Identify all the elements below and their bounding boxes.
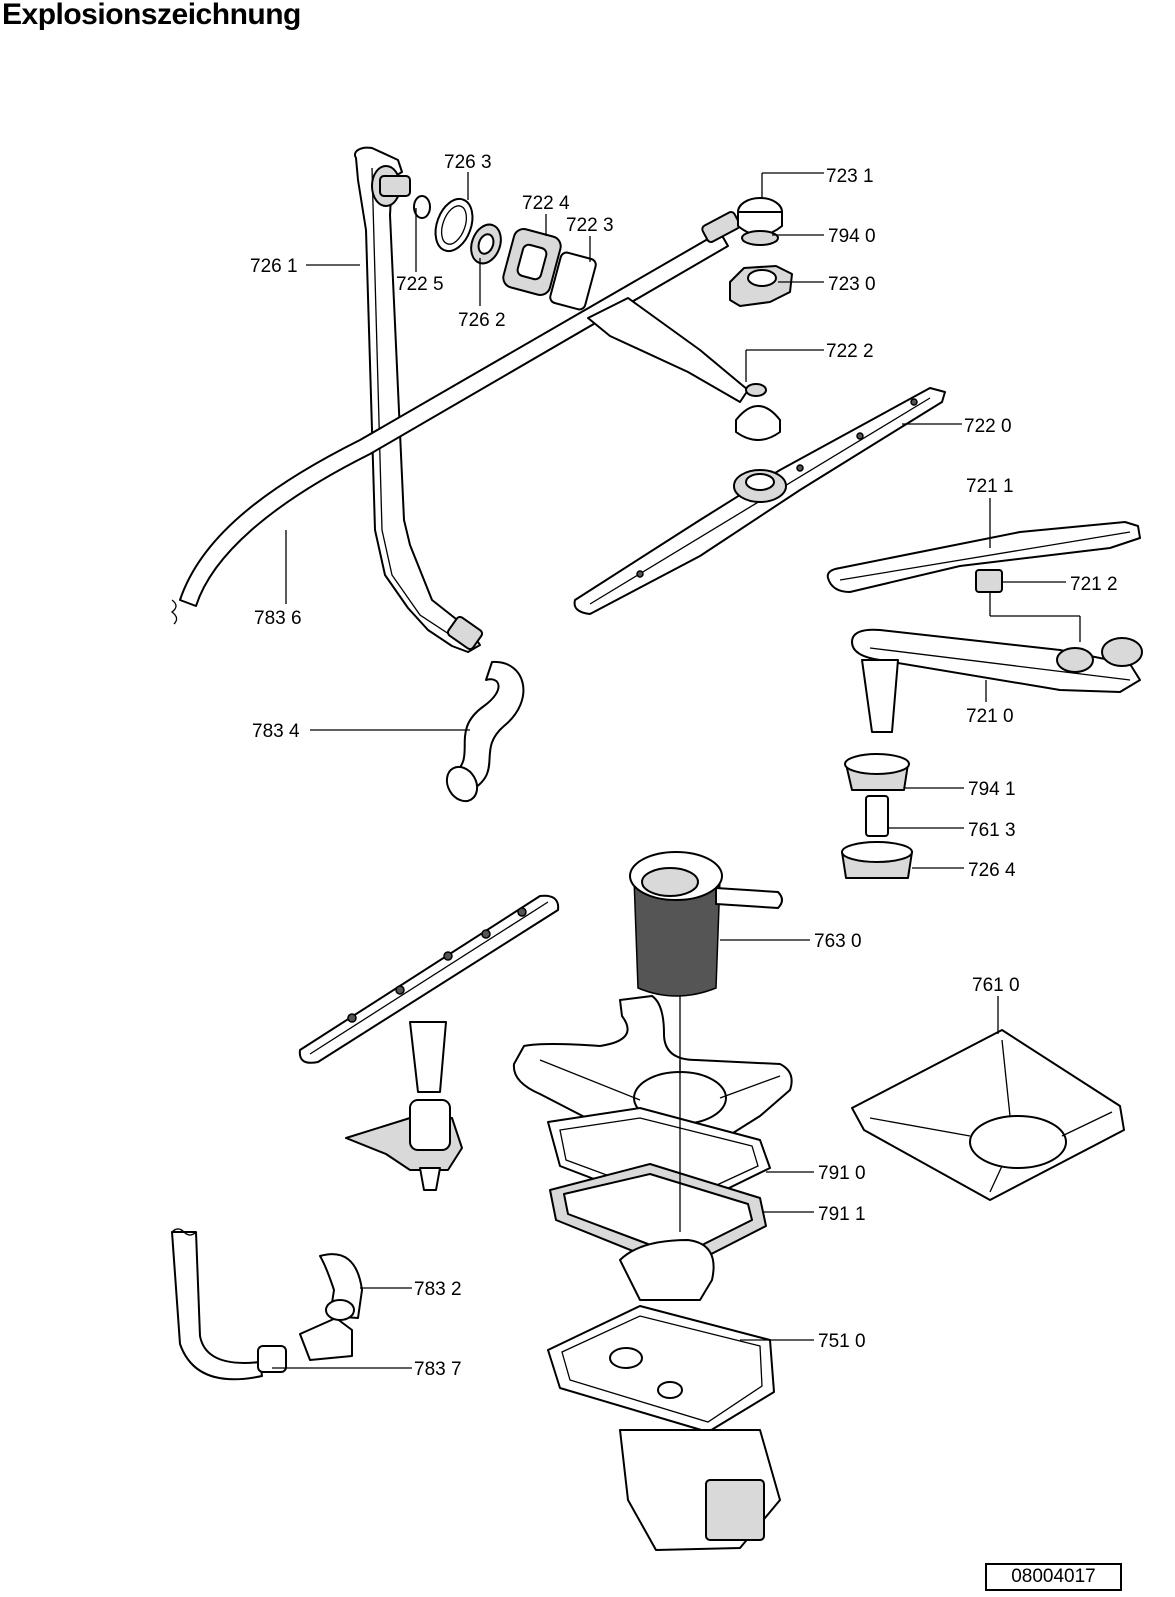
callout-783-6: 783 6 <box>254 608 302 629</box>
lower-spray-arm <box>298 894 560 1191</box>
callout-783-4: 783 4 <box>252 721 300 742</box>
upper-arm-holder <box>587 197 793 441</box>
callout-794-0: 794 0 <box>828 226 876 247</box>
callout-721-1: 721 1 <box>966 476 1014 497</box>
callout-783-2: 783 2 <box>414 1279 462 1300</box>
callout-763-0: 763 0 <box>814 931 862 952</box>
document-number: 08004017 <box>985 1563 1122 1591</box>
callout-labels: 726 3 723 1 722 4 722 3 794 0 726 1 722 … <box>250 152 1118 1380</box>
callout-721-2: 721 2 <box>1070 574 1118 595</box>
supply-pipe <box>354 146 484 653</box>
callout-761-3: 761 3 <box>968 820 1016 841</box>
callout-722-2: 722 2 <box>826 341 874 362</box>
long-hose <box>170 211 741 625</box>
callout-751-0: 751 0 <box>818 1331 866 1352</box>
hose-elbow <box>445 660 525 803</box>
callout-726-1: 726 1 <box>250 256 298 277</box>
callout-722-5: 722 5 <box>396 274 444 295</box>
callout-783-7: 783 7 <box>414 1359 462 1380</box>
spray-arm-lower <box>841 628 1143 879</box>
callout-722-0: 722 0 <box>964 416 1012 437</box>
callout-791-1: 791 1 <box>818 1204 866 1225</box>
flat-sieve <box>851 1029 1125 1201</box>
spray-arm-upper <box>573 387 946 615</box>
seals <box>547 1107 771 1271</box>
drain-hose <box>171 1228 363 1381</box>
callout-721-0: 721 0 <box>966 706 1014 727</box>
callout-723-0: 723 0 <box>828 274 876 295</box>
callout-722-4: 722 4 <box>522 193 570 214</box>
callout-761-0: 761 0 <box>972 975 1020 996</box>
page-title: Explosionszeichnung <box>2 0 301 31</box>
connector-parts <box>371 165 597 311</box>
callout-726-2: 726 2 <box>458 310 506 331</box>
callout-791-0: 791 0 <box>818 1163 866 1184</box>
sump-housing <box>547 1239 781 1551</box>
callout-723-1: 723 1 <box>826 166 874 187</box>
callout-726-3: 726 3 <box>444 152 492 173</box>
filter-cylinder <box>629 851 783 997</box>
callout-726-4: 726 4 <box>968 860 1016 881</box>
callout-722-3: 722 3 <box>566 215 614 236</box>
spray-arm-middle <box>826 521 1141 593</box>
leader-lines <box>272 172 1081 1369</box>
callout-794-1: 794 1 <box>968 779 1016 800</box>
